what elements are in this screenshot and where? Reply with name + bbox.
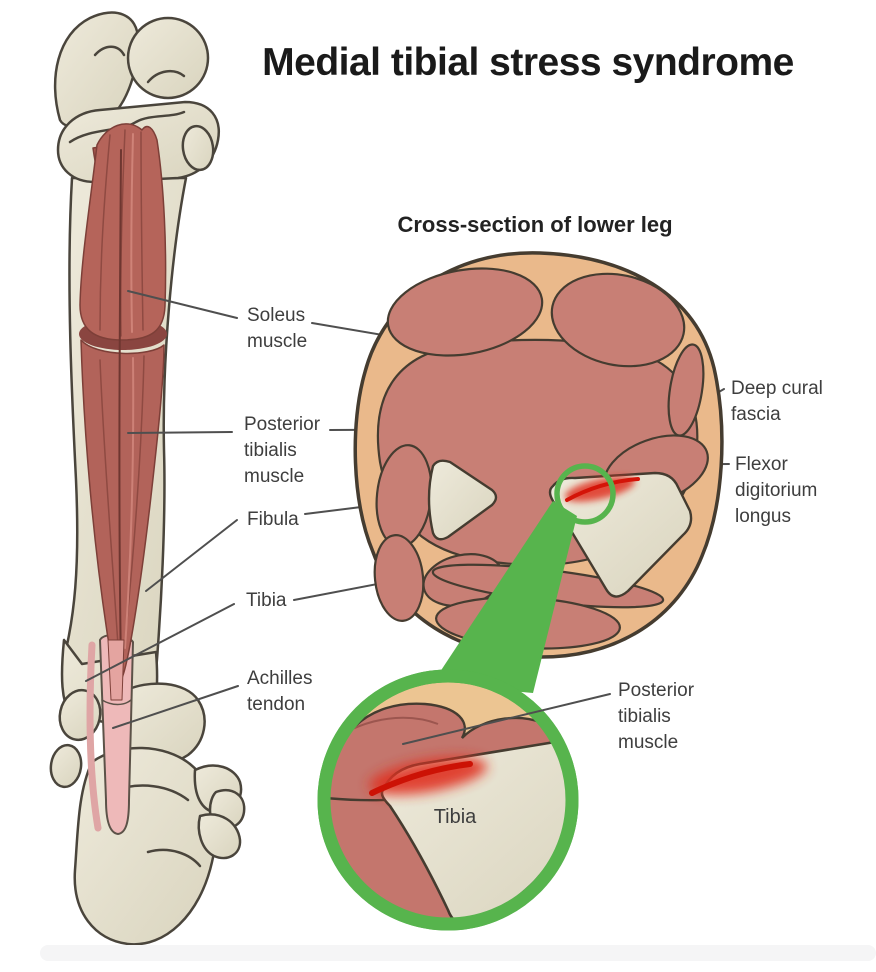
magnifier-small-ring	[554, 463, 616, 525]
gastrocnemius-lobe-right	[550, 272, 686, 368]
muscle-tendon-transition	[107, 639, 125, 701]
cross-section	[353, 251, 724, 659]
label-fibula: Fibula	[247, 509, 299, 530]
leg-muscles	[79, 123, 167, 701]
fibula-head	[181, 124, 215, 172]
inset-contents	[330, 702, 566, 918]
leader-tibia-left	[85, 603, 235, 682]
magnifier-cone	[432, 501, 577, 693]
label-flexor-digitorium-longus: Flexor digitorium longus	[735, 454, 818, 527]
label-tibia-inset: Tibia	[433, 806, 477, 828]
cross-section-subtitle: Cross-section of lower leg	[397, 212, 673, 237]
medial-tarsal-bone-2	[49, 743, 83, 789]
label-deep-cural-fascia: Deep cural fascia	[731, 378, 823, 425]
peroneal-lobe-lower	[373, 534, 425, 622]
leader-fibula-left	[145, 519, 238, 592]
posterior-tibialis-belly	[80, 339, 165, 681]
leader-posterior-inset	[402, 693, 611, 745]
label-achilles-tendon: Achilles tendon	[247, 668, 313, 715]
leader-posterior-left	[127, 431, 233, 434]
leg-illustration	[49, 11, 246, 946]
label-posterior-tibialis-muscle-inset: Posterior tibialis muscle	[618, 680, 695, 753]
femur-condyle-right	[126, 16, 210, 100]
inflammation-spot	[564, 476, 640, 502]
leader-achilles-left	[112, 685, 239, 729]
label-posterior-tibialis-muscle: Posterior tibialis muscle	[244, 414, 321, 487]
magnifier-group	[317, 463, 616, 931]
page-title: Medial tibial stress syndrome	[262, 41, 794, 84]
label-soleus-muscle: Soleus muscle	[247, 305, 308, 352]
inset-inflammation-core	[369, 761, 473, 796]
fibula-cross-section	[427, 459, 498, 541]
gastrocnemius-lobe-left	[386, 267, 544, 357]
inset-circle-ring	[317, 669, 579, 931]
bottom-strip	[40, 945, 876, 961]
soleus-belly	[79, 123, 167, 341]
label-tibia: Tibia	[246, 590, 287, 611]
forefoot-bone-3	[197, 813, 242, 860]
leader-soleus-left	[127, 290, 238, 319]
